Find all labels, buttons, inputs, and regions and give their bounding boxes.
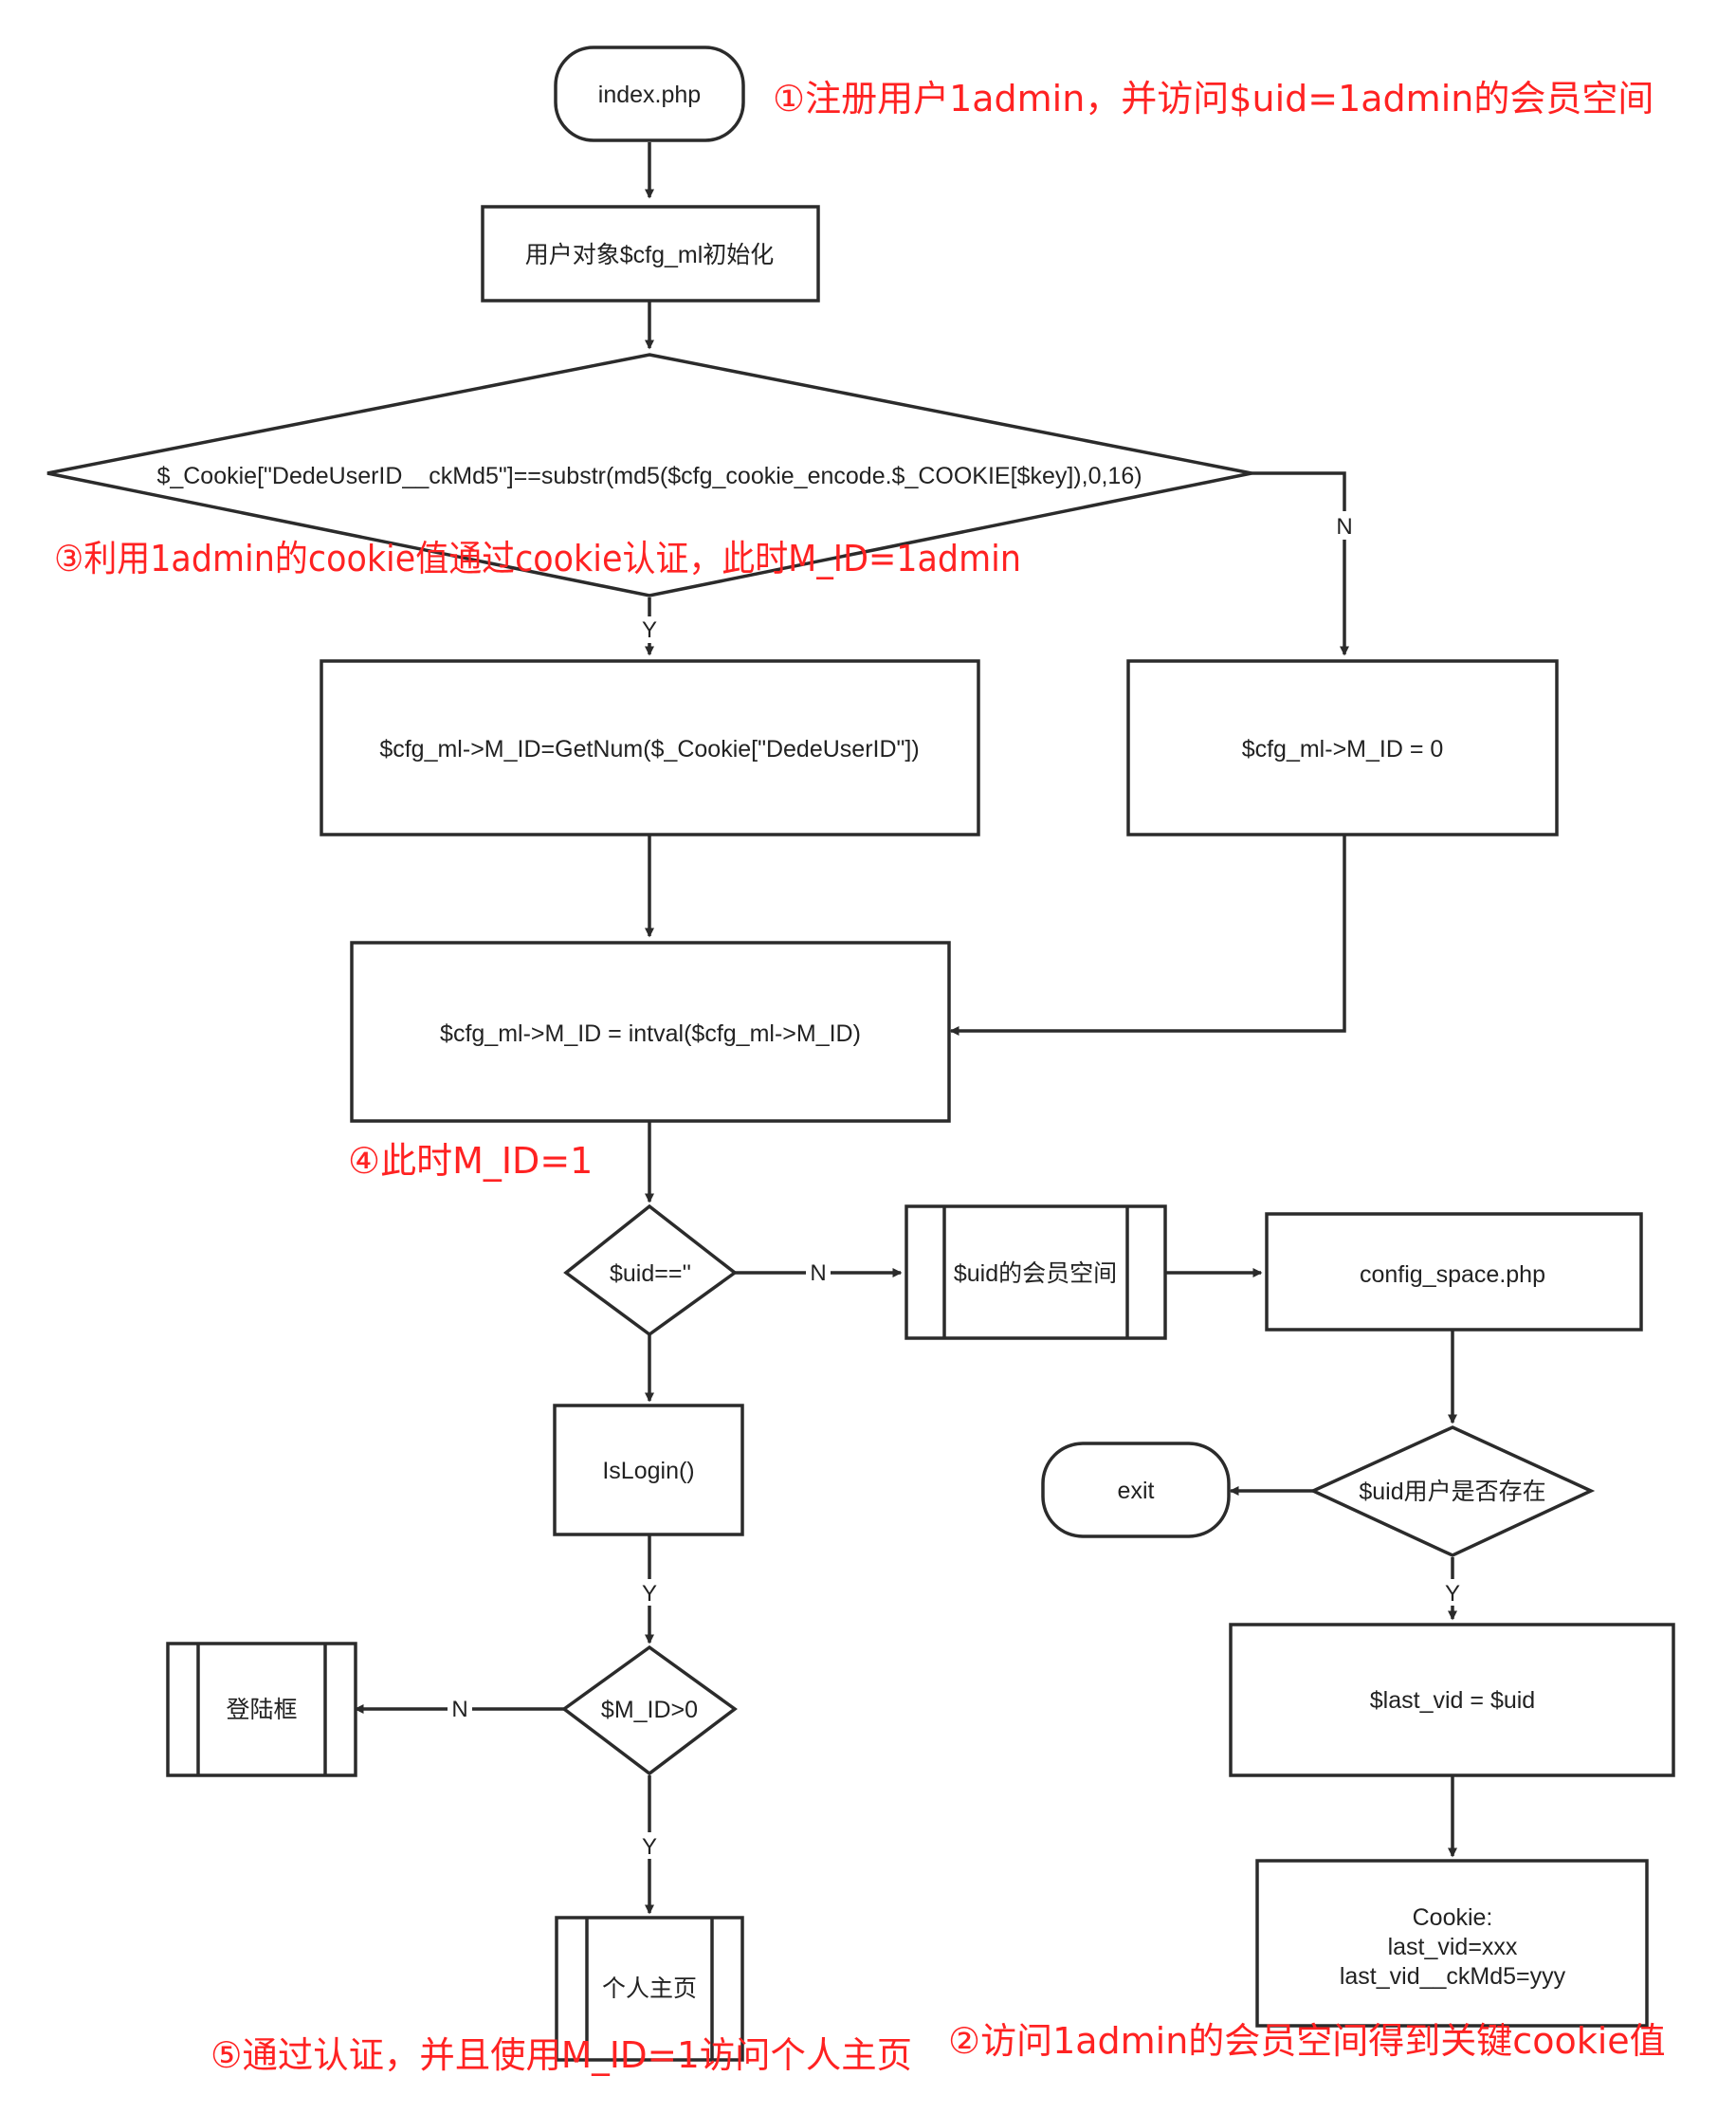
homepage-label: 个人主页 — [602, 1975, 697, 2002]
member-space-label: $uid的会员空间 — [954, 1260, 1117, 1287]
login-box-label: 登陆框 — [226, 1697, 297, 1723]
config-space-process — [1265, 1212, 1643, 1332]
mid-check-label: $M_ID>0 — [601, 1697, 698, 1723]
start-terminal — [554, 46, 745, 142]
cookie-check-decision — [46, 353, 1252, 597]
getnum-process-label: $cfg_ml->M_ID=GetNum($_Cookie["DedeUserI… — [379, 736, 919, 763]
member-space-subprocess — [905, 1204, 1167, 1340]
nodes: index.php 用户对象$cfg_ml初始化 $_Cookie["DedeU… — [46, 46, 1675, 2062]
mid-check-decision — [561, 1644, 738, 1776]
edge-labels: N Y N Y Y N Y — [448, 511, 1464, 1860]
init-process-label: 用户对象$cfg_ml初始化 — [525, 242, 775, 268]
label-mid-check-no: N — [451, 1697, 467, 1722]
cookie-values-process — [1255, 1859, 1649, 2028]
user-exists-decision — [1308, 1425, 1596, 1557]
edge-zero-to-intval — [949, 835, 1346, 1036]
uid-check-decision — [563, 1203, 738, 1337]
uid-check-label: $uid=='' — [610, 1260, 691, 1287]
note-step2: ②访问1admin的会员空间得到关键cookie值 — [948, 2020, 1666, 2062]
last-vid-process — [1229, 1623, 1675, 1777]
start-terminal-label: index.php — [598, 82, 701, 108]
islogin-label: IsLogin() — [602, 1458, 694, 1484]
intval-process-label: $cfg_ml->M_ID = intval($cfg_ml->M_ID) — [440, 1020, 861, 1047]
edge-cookie-check-no — [1252, 471, 1349, 656]
exit-terminal — [1041, 1442, 1231, 1538]
cookie-check-label: $_Cookie["DedeUserID__ckMd5"]==substr(md… — [156, 463, 1142, 489]
islogin-process — [553, 1404, 744, 1536]
note-step1: ①注册用户1admin，并访问$uid=1admin的会员空间 — [773, 78, 1654, 119]
init-process — [481, 205, 820, 303]
cookie-values-line3: last_vid__ckMd5=yyy — [1340, 1963, 1566, 1990]
note-step3: ③利用1admin的cookie值通过cookie认证，此时M_ID=1admi… — [54, 538, 1021, 579]
label-cookie-check-yes: Y — [642, 617, 657, 643]
exit-terminal-label: exit — [1118, 1478, 1155, 1504]
note-step5: ⑤通过认证，并且使用M_ID=1访问个人主页 — [210, 2034, 912, 2076]
user-exists-label: $uid用户是否存在 — [1359, 1479, 1545, 1505]
label-islogin-yes: Y — [642, 1581, 657, 1607]
getnum-process — [320, 659, 980, 836]
label-user-exists-yes: Y — [1445, 1581, 1460, 1607]
last-vid-label: $last_vid = $uid — [1370, 1687, 1535, 1714]
zero-process — [1126, 659, 1559, 836]
label-uid-check-no: N — [810, 1260, 826, 1286]
intval-process — [350, 941, 951, 1123]
zero-process-label: $cfg_ml->M_ID = 0 — [1242, 736, 1444, 763]
config-space-label: config_space.php — [1360, 1261, 1545, 1288]
annotations: ①注册用户1admin，并访问$uid=1admin的会员空间 ③利用1admi… — [54, 78, 1666, 2076]
cookie-values-line1: Cookie: — [1413, 1904, 1493, 1931]
note-step4: ④此时M_ID=1 — [348, 1140, 593, 1182]
label-mid-check-yes: Y — [642, 1834, 657, 1860]
label-cookie-check-no: N — [1336, 514, 1352, 540]
cookie-values-line2: last_vid=xxx — [1388, 1934, 1518, 1960]
